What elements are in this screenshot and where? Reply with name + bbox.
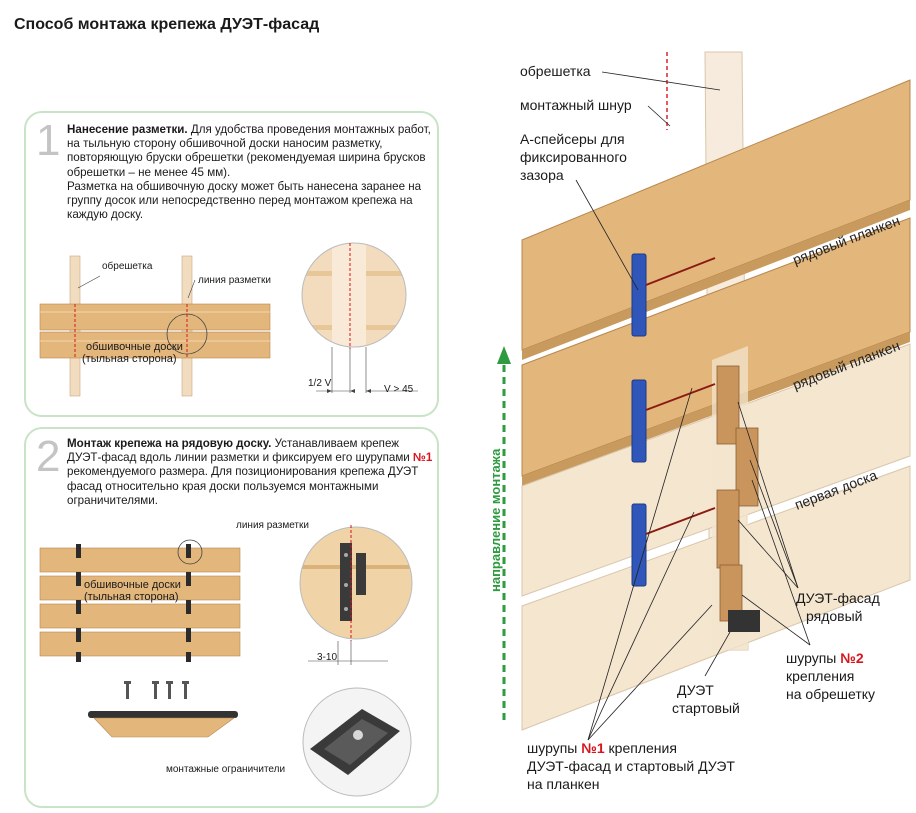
- step1-heading: Нанесение разметки.: [67, 123, 188, 136]
- page-title: Способ монтажа крепежа ДУЭТ-фасад: [14, 16, 320, 33]
- step2-limiter-illustration: [88, 681, 238, 738]
- label-screws1-d: на планкен: [527, 776, 600, 792]
- spacer-3: [631, 503, 647, 587]
- step2-label-limiters: монтажные ограничители: [166, 764, 286, 775]
- label-spacers-2: фиксированного: [520, 149, 627, 165]
- step2-dim-gap: 3-10: [317, 652, 338, 663]
- step1-text-a: Для удобства проведения монтажных работ,…: [67, 123, 431, 179]
- direction-label: направление монтажа: [488, 448, 503, 592]
- step1-label-batten: обрешетка: [102, 261, 153, 272]
- label-spacers-1: А-спейсеры для: [520, 131, 625, 147]
- label-screws2-a: шурупы: [786, 650, 841, 666]
- step2-label-boards-1: обшивочные доски: [84, 579, 181, 591]
- step1-label-mark-line: линия разметки: [198, 275, 271, 286]
- main-facade-illustration: рядовый планкен рядовый планкен первая д…: [488, 51, 911, 741]
- start-clip-base: [728, 610, 760, 632]
- label-screws2-c: на обрешетку: [786, 686, 876, 702]
- step1-board-illustration: [39, 255, 271, 397]
- board-1: [39, 303, 271, 331]
- label-spacers-3: зазора: [520, 167, 564, 183]
- label-batten: обрешетка: [520, 63, 591, 79]
- step1-label-boards-2: (тыльная сторона): [82, 353, 177, 365]
- label-screws1-a: шурупы: [527, 740, 582, 756]
- step1-label-boards-1: обшивочные доски: [86, 341, 183, 353]
- step2-label-boards-2: (тыльная сторона): [84, 591, 179, 603]
- step2-limiter-detail: [302, 687, 412, 797]
- step1-text: Нанесение разметки. Для удобства проведе…: [67, 123, 433, 222]
- label-duet-row-1: ДУЭТ-фасад: [796, 590, 880, 606]
- step2-heading: Монтаж крепежа на рядовую доску.: [67, 437, 272, 450]
- label-screws1-c: ДУЭТ-фасад и стартовый ДУЭТ: [527, 758, 735, 774]
- zoom-circle: [166, 313, 208, 355]
- screw-1: [126, 681, 129, 699]
- step2-label-mark-line: линия разметки: [236, 520, 309, 531]
- label-screws1-b: крепления: [604, 740, 677, 756]
- spacer-2: [631, 379, 647, 463]
- step1-magnified-detail: [301, 242, 418, 393]
- spacer-1: [631, 253, 647, 337]
- step2-board-illustration: [39, 539, 241, 662]
- board-2: [39, 331, 271, 359]
- step1-dim-v: V > 45: [384, 384, 414, 395]
- label-screws1: шурупы №1 крепления: [527, 740, 677, 757]
- clip-row-3: [716, 489, 740, 569]
- screw-4: [184, 681, 187, 699]
- step1-text-b: Разметка на обшивочную доску может быть …: [67, 179, 422, 222]
- step2-text-a: Устанавливаем крепеж ДУЭТ-фасад вдоль ли…: [67, 437, 413, 465]
- label-duet-start-1: ДУЭТ: [677, 682, 714, 698]
- step1-panel: 1 Нанесение разметки. Для удобства прове…: [24, 111, 439, 417]
- limiter-bar: [88, 711, 238, 718]
- label-cord: монтажный шнур: [520, 97, 632, 113]
- label-duet-row-2: рядовый: [806, 608, 863, 624]
- label-duet-start-2: стартовый: [672, 700, 740, 716]
- label-screws2: шурупы №2: [786, 650, 864, 667]
- step2-text-red: №1: [413, 451, 433, 465]
- plank-row-1-edge: [522, 200, 910, 360]
- step2-text: Монтаж крепежа на рядовую доску. Устанав…: [67, 437, 433, 508]
- label-screws1-red: №1: [581, 740, 605, 756]
- label-screws2-red: №2: [840, 650, 864, 666]
- step2-number: 2: [36, 432, 61, 481]
- screw-2: [154, 681, 157, 699]
- label-screws2-b: крепления: [786, 668, 855, 684]
- screw-3: [168, 681, 171, 699]
- step2-magnified-detail: [299, 525, 413, 665]
- step1-number: 1: [36, 116, 61, 165]
- step2-text-b: рекомендуемого размера. Для позициониров…: [67, 465, 419, 507]
- step2-panel: 2 Монтаж крепежа на рядовую доску. Устан…: [24, 427, 439, 808]
- step1-dim-half-v: 1/2 V: [308, 378, 332, 389]
